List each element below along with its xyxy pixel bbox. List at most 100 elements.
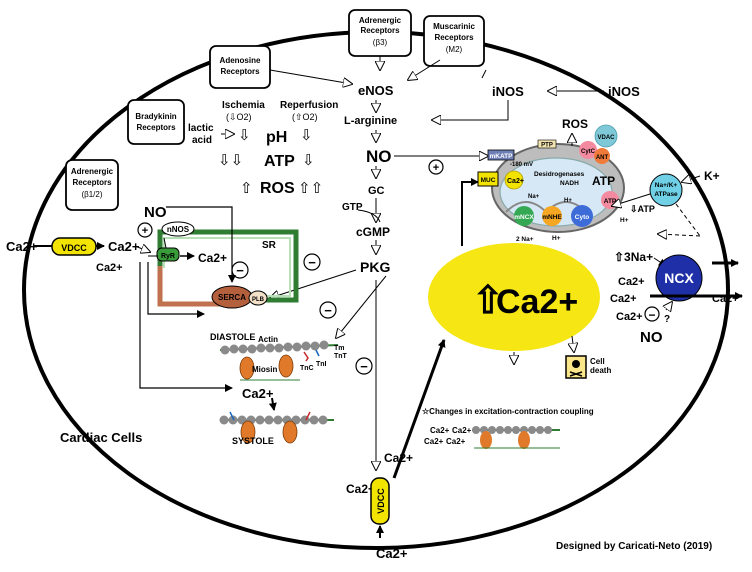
minus-sign: − bbox=[360, 359, 368, 374]
nnos-label: nNOS bbox=[167, 225, 190, 234]
ecc-change-label: ☆Changes in excitation-contraction coupl… bbox=[422, 407, 594, 416]
ischemia-o2: (⇩O2) bbox=[226, 112, 252, 122]
ros-up-icon-2: ⇧⇧ bbox=[298, 180, 323, 197]
ncx-ca-left-1: Ca2+ bbox=[618, 276, 645, 288]
receptor-line: Receptors bbox=[220, 67, 260, 76]
minus-sign: − bbox=[648, 308, 655, 322]
receptor-line: (β3) bbox=[373, 38, 388, 47]
receptor-line: Adrenergic bbox=[359, 16, 402, 25]
plus-circle bbox=[137, 222, 153, 238]
ecc-ca-2: Ca2+ bbox=[452, 426, 472, 435]
shape bbox=[278, 354, 294, 378]
serca-label: SERCA bbox=[218, 293, 246, 302]
reperfusion-o2: (⇧O2) bbox=[292, 112, 318, 122]
vdac-channel bbox=[594, 124, 618, 148]
atp-inner-label: ATP bbox=[604, 198, 617, 205]
na2-label: 2 Na+ bbox=[516, 236, 534, 243]
cyto-inner-bubble bbox=[571, 205, 593, 227]
receptor-line: Receptors bbox=[136, 123, 176, 132]
na-label: Na+ bbox=[528, 194, 540, 200]
polyline bbox=[139, 262, 233, 392]
receptor-bradykinin: Bradykinin Receptors bbox=[127, 99, 185, 145]
receptor-adrenergic-b12: Adrenergic Receptors (β1/2) bbox=[65, 159, 119, 211]
vdcc-bottom-ca-2: Ca2+ bbox=[346, 482, 375, 496]
shape bbox=[282, 420, 298, 444]
myofilament-systole: SYSTOLE bbox=[219, 411, 334, 446]
pkg-to-tni bbox=[336, 275, 387, 338]
nak-line: ATPase bbox=[654, 191, 678, 198]
line bbox=[666, 302, 672, 310]
atp-down-icon-2: ⇩ bbox=[302, 152, 315, 169]
receptor-line: (M2) bbox=[446, 45, 463, 54]
big-ca-label: Ca2+ bbox=[496, 283, 578, 321]
nak-atp-label: ⇩ATP bbox=[630, 204, 655, 214]
na3-label: ⇧3Na+ bbox=[614, 250, 653, 264]
cell-death-line: death bbox=[590, 366, 611, 375]
sr-brown-membrane bbox=[157, 266, 220, 307]
ncx-exchanger bbox=[655, 254, 703, 302]
gtp-label: GTP bbox=[342, 202, 363, 213]
sr-module: SERCA PLB SR RyR NO nNOS + − Ca2+ bbox=[137, 204, 299, 309]
pkg-to-plb bbox=[270, 269, 357, 298]
ischemia-label: Ischemia bbox=[222, 100, 265, 111]
receptor-adrenergic-b3: Adrenergic Receptors (β3) bbox=[348, 9, 412, 57]
plb-label: PLB bbox=[252, 297, 265, 303]
ncx-no-label: NO bbox=[640, 329, 663, 346]
actin-label: Actin bbox=[258, 335, 278, 344]
larginine-label: L-arginine bbox=[344, 115, 397, 127]
vdac-label: VDAC bbox=[597, 135, 615, 141]
mnhe-label: mNHE bbox=[542, 214, 562, 221]
vdcc-left-ca-in: Ca2+ bbox=[108, 239, 140, 254]
line bbox=[675, 203, 701, 237]
minus-sign: − bbox=[308, 255, 316, 270]
minus-circle bbox=[644, 306, 660, 322]
receptor-adenosine: Adenosine Receptors bbox=[209, 45, 271, 89]
ecc-ca-4: Ca2+ bbox=[446, 437, 466, 446]
gtp-arrow bbox=[357, 209, 381, 223]
ptp-label: PTP bbox=[541, 143, 553, 149]
path bbox=[569, 371, 583, 377]
tm-label: Tm bbox=[334, 345, 345, 352]
mito-atp-label: ATP bbox=[592, 174, 615, 188]
ph-label: pH bbox=[266, 129, 287, 146]
acid-label: acid bbox=[192, 135, 212, 146]
vdcc-left-label: VDCC bbox=[61, 243, 87, 253]
mkatp-channel bbox=[487, 149, 515, 161]
tnc-label: TnC bbox=[300, 365, 314, 372]
receptor-muscarinic-m2: Muscarinic Receptors (M2) bbox=[423, 15, 485, 67]
minus-sign: − bbox=[236, 263, 244, 278]
ncx-ca-left-2: Ca2+ bbox=[610, 293, 637, 305]
tni-label: TnI bbox=[316, 361, 327, 368]
sr-green-membrane bbox=[157, 229, 299, 303]
mkatp-label: mKATP bbox=[490, 153, 514, 160]
mitochondrion: mKATP MUC Ca2+ -180 mV PTP ROS VDAC CytC… bbox=[477, 117, 629, 243]
lactic-label: lactic bbox=[188, 123, 214, 134]
receptor-line: (β1/2) bbox=[81, 190, 102, 199]
nak-line: Na+/K+ bbox=[655, 182, 678, 189]
myofilament-diastole: DIASTOLE Actin Miosin TnC TnI Tm TnT bbox=[210, 332, 348, 381]
plus-circle bbox=[428, 159, 444, 175]
miosin-label: Miosin bbox=[252, 365, 277, 374]
ncx-ca-left-3: Ca2+ bbox=[616, 311, 643, 323]
mito-ca-pool bbox=[504, 170, 524, 190]
ncx-question: ? bbox=[664, 314, 670, 325]
line bbox=[163, 237, 167, 249]
receptor-line: Adenosine bbox=[220, 56, 261, 65]
vdcc-bottom-label: VDCC bbox=[376, 488, 386, 514]
ryr-label: RyR bbox=[161, 253, 175, 260]
h-label: H+ bbox=[564, 198, 572, 204]
desidrogenases-label: Desidrogenases bbox=[534, 171, 585, 178]
muc-channel bbox=[477, 171, 499, 187]
pkg-label: PKG bbox=[360, 259, 390, 275]
mncx-bubble bbox=[514, 206, 534, 226]
line bbox=[572, 335, 574, 352]
mito-ros-label: ROS bbox=[562, 117, 588, 131]
shape bbox=[518, 431, 530, 449]
inos-outside-label: iNOS bbox=[608, 84, 640, 99]
mncx-label: mNCX bbox=[514, 214, 534, 221]
nadh-label: NADH bbox=[560, 180, 579, 187]
inhibit-circles: − − − bbox=[303, 253, 373, 375]
inos-to-larginine bbox=[432, 100, 509, 120]
cardiac-cells-label: Cardiac Cells bbox=[60, 430, 142, 445]
